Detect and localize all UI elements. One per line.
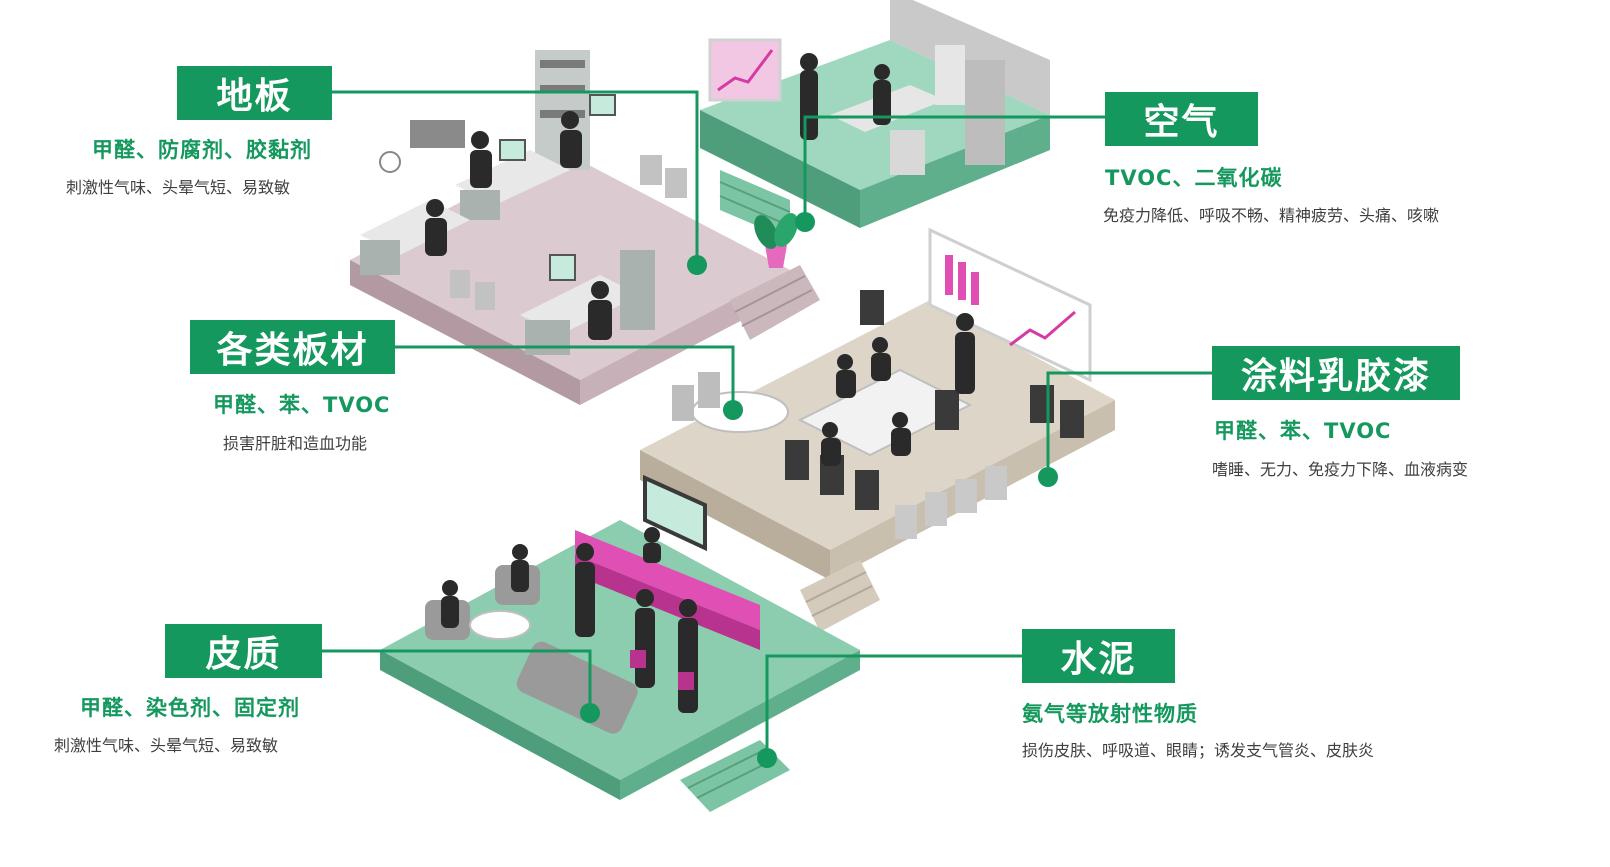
- label-boards-title: 各类板材: [190, 320, 395, 374]
- label-paint-pollutants: 甲醛、苯、TVOC: [1214, 419, 1392, 443]
- person-icon: [512, 544, 528, 560]
- label-boards-pollutants: 甲醛、苯、TVOC: [213, 393, 391, 417]
- connectors: [322, 90, 1212, 758]
- label-air-effects: 免疫力降低、呼吸不畅、精神疲劳、头痛、咳嗽: [1103, 206, 1440, 225]
- label-leather-pollutants: 甲醛、染色剂、固定剂: [80, 696, 300, 720]
- whiteboard-icon: [928, 227, 1092, 383]
- person-icon: [837, 354, 853, 370]
- connector-dots: [580, 212, 1058, 768]
- reception-desk-icon: [575, 530, 760, 630]
- tv-screen-icon: [643, 474, 707, 552]
- label-cement-pollutants: 氨气等放射性物质: [1022, 702, 1198, 726]
- top-left-office: [350, 50, 820, 405]
- label-floor-effects: 刺激性气味、头晕气短、易致敏: [66, 178, 291, 197]
- bookshelf-icon: [965, 60, 1005, 165]
- person-icon: [800, 70, 818, 140]
- label-air-title: 空气: [1105, 92, 1258, 146]
- label-leather-effects: 刺激性气味、头晕气短、易致敏: [54, 736, 279, 755]
- lobby: [380, 474, 860, 812]
- label-floor-pollutants: 甲醛、防腐剂、胶黏剂: [92, 138, 312, 162]
- clock-icon: [379, 151, 401, 173]
- conference-table-icon: [797, 368, 973, 457]
- label-floor-title: 地板: [177, 66, 332, 120]
- label-paint-title: 涂料乳胶漆: [1212, 346, 1460, 400]
- chart-board-icon: [708, 38, 782, 102]
- label-paint-effects: 嗜睡、无力、免疫力下降、血液病变: [1212, 460, 1469, 479]
- plant-icon: [754, 213, 798, 268]
- label-boards-effects: 损害肝脏和造血功能: [223, 434, 368, 453]
- label-air-pollutants: TVOC、二氧化碳: [1105, 166, 1283, 190]
- top-right-office: [700, 0, 1050, 240]
- person-icon: [471, 131, 489, 149]
- label-leather-title: 皮质: [165, 624, 322, 678]
- label-cement-title: 水泥: [1022, 629, 1175, 683]
- label-cement-effects: 损伤皮肤、呼吸道、眼睛；诱发支气管炎、皮肤炎: [1022, 741, 1375, 760]
